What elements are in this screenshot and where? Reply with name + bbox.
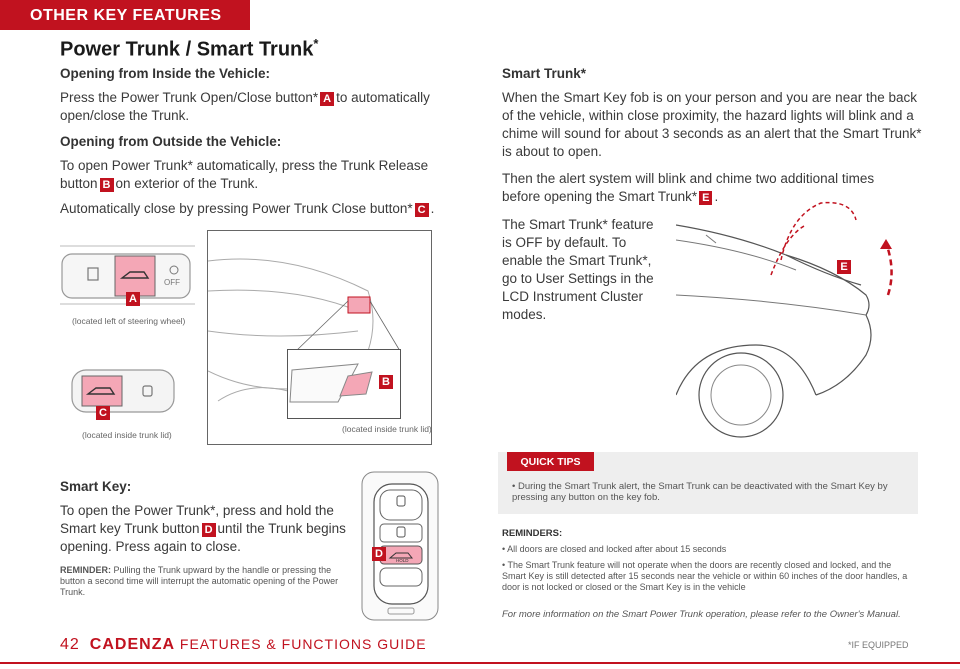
badge-e-marker: E — [837, 260, 851, 274]
hold-label: HOLD — [396, 558, 409, 563]
badge-d: D — [201, 523, 216, 537]
caption-steering: (located left of steering wheel) — [72, 316, 186, 326]
reminders-label: REMINDERS: — [502, 528, 563, 539]
smart-trunk-para-2: Then the alert system will blink and chi… — [502, 171, 875, 205]
footer-rule — [0, 662, 960, 664]
reminder-item-1: • All doors are closed and locked after … — [502, 544, 727, 554]
off-label: OFF — [164, 278, 180, 287]
trunk-release-drawing — [289, 363, 373, 403]
caption-trunk-lid-left: (located inside trunk lid) — [82, 430, 172, 440]
badge-b: B — [99, 178, 114, 192]
badge-d-marker: D — [372, 547, 386, 561]
section-tab: OTHER KEY FEATURES — [0, 0, 250, 30]
outside-heading: Opening from Outside the Vehicle: — [60, 134, 282, 149]
inside-heading: Opening from Inside the Vehicle: — [60, 66, 271, 81]
bullet-icon: • — [502, 560, 506, 570]
outside-text: To open Power Trunk* automatically, pres… — [60, 158, 429, 192]
smart-trunk-heading: Smart Trunk* — [502, 66, 587, 81]
key-fob-illustration: HOLD — [361, 471, 439, 621]
bullet-icon: • — [512, 481, 516, 492]
owners-manual-note: For more information on the Smart Power … — [502, 609, 901, 620]
badge-c-marker: C — [96, 406, 110, 420]
steering-panel-illustration: OFF — [60, 245, 195, 305]
smart-key-text: To open the Power Trunk*, press and hold… — [60, 503, 346, 554]
quick-tip-item: • During the Smart Trunk alert, the Smar… — [512, 481, 888, 503]
badge-e: E — [699, 191, 713, 205]
smart-key-heading: Smart Key: — [60, 479, 132, 494]
trunk-release-zoom — [287, 349, 401, 419]
badge-a-marker: A — [126, 292, 140, 306]
close-text: Automatically close by pressing Power Tr… — [60, 201, 435, 217]
smart-key-reminder: REMINDER: Pulling the Trunk upward by th… — [60, 565, 339, 597]
inside-text: Press the Power Trunk Open/Close button*… — [60, 90, 430, 123]
smart-trunk-para-1: When the Smart Key fob is on your person… — [502, 90, 922, 159]
trunk-line-drawing — [208, 258, 401, 402]
page-title: Power Trunk / Smart Trunk* — [60, 36, 319, 61]
if-equipped-note: *IF EQUIPPED — [848, 640, 909, 650]
bullet-icon: • — [502, 544, 506, 554]
badge-c: C — [414, 203, 429, 217]
quick-tips-label: QUICK TIPS — [507, 452, 594, 471]
badge-b-marker: B — [379, 375, 393, 389]
smart-trunk-para-3: The Smart Trunk* feature is OFF by defau… — [502, 217, 654, 322]
reminder-item-2: • The Smart Trunk feature will not opera… — [502, 560, 908, 592]
trunk-lid-button-illustration — [71, 369, 175, 413]
car-rear-illustration — [676, 201, 893, 438]
caption-trunk-lid-right: (located inside trunk lid) — [342, 424, 432, 434]
page-number: 42 — [60, 636, 80, 653]
badge-a: A — [320, 92, 335, 106]
